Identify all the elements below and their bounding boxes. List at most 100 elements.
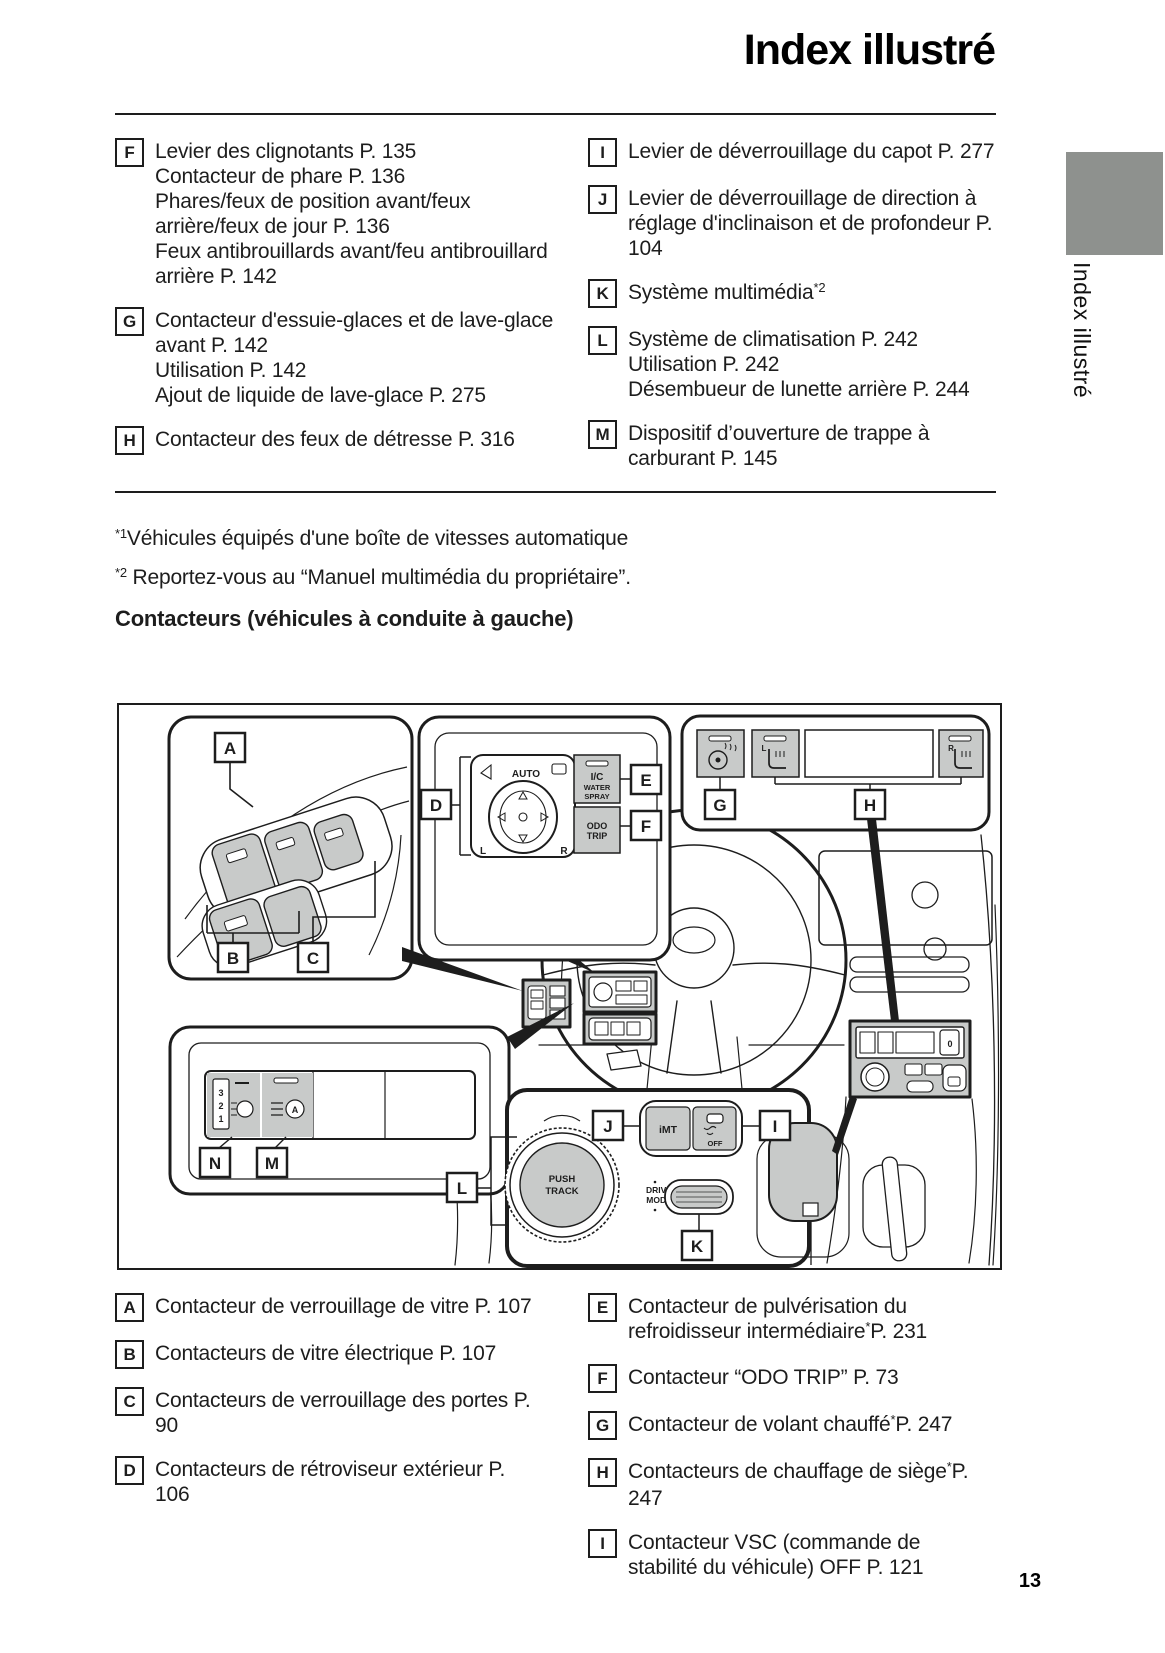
item-line: Contacteurs de rétroviseur extérieur P. … bbox=[155, 1458, 506, 1506]
page-title: Index illustré bbox=[743, 26, 996, 74]
inset-console-switches: iMT OFF PUSH TRACK DRIVE MODE bbox=[478, 1088, 811, 1268]
index-item-H: H Contacteur des feux de détresse P. 316 bbox=[115, 425, 580, 455]
index-item-A: A Contacteur de verrouillage de vitre P.… bbox=[115, 1292, 577, 1322]
gh-leaders bbox=[719, 777, 962, 790]
svg-text:J: J bbox=[603, 1117, 612, 1136]
index-item-H2: H Contacteurs de chauffage de siège*P. 2… bbox=[588, 1457, 1013, 1511]
svg-text:E: E bbox=[640, 771, 651, 790]
nav-screen-outline bbox=[818, 850, 993, 946]
drive-mode-switch: DRIVE MODE bbox=[646, 1179, 734, 1215]
imt-vsc-switch-pill: iMT OFF bbox=[639, 1100, 743, 1157]
diagram-label-i: I bbox=[758, 1109, 792, 1142]
diagram-label-j: J bbox=[591, 1109, 625, 1142]
steering-heat-icon bbox=[708, 750, 728, 770]
superscript: * bbox=[865, 1319, 871, 1334]
svg-text:L: L bbox=[762, 744, 767, 753]
item-key-box: I bbox=[588, 138, 617, 167]
blank-switch-slot bbox=[804, 729, 934, 778]
item-line: Utilisation P. 142 bbox=[155, 359, 307, 382]
svg-text:DRIVE: DRIVE bbox=[646, 1185, 672, 1195]
imt-label: iMT bbox=[659, 1124, 678, 1136]
diagram-label-m: M bbox=[255, 1146, 289, 1179]
diagram-label-k: K bbox=[680, 1229, 714, 1262]
svg-text:TRACK: TRACK bbox=[545, 1186, 578, 1197]
svg-text:ODO: ODO bbox=[587, 821, 608, 831]
item-line: Phares/feux de position avant/feux arriè… bbox=[155, 190, 471, 238]
mirror-arrows-icon bbox=[496, 790, 550, 844]
item-key-box: I bbox=[588, 1529, 617, 1558]
item-key-box: G bbox=[588, 1411, 617, 1440]
inset-heater-switches: L R bbox=[680, 714, 991, 832]
lower-switch-panel bbox=[582, 1012, 658, 1046]
mirror-icon bbox=[551, 763, 567, 775]
item-line: Levier de déverrouillage de direction à … bbox=[628, 187, 993, 260]
item-key-box: M bbox=[588, 420, 617, 449]
index-item-E2: E Contacteur de pulvérisation du refroid… bbox=[588, 1292, 1013, 1346]
steering-heater-button bbox=[696, 729, 745, 778]
ignition-switch-panel bbox=[582, 970, 658, 1014]
index-item-F: F Levier des clignotants P. 135 Contacte… bbox=[115, 137, 580, 289]
diagram-label-b: B bbox=[216, 941, 250, 974]
svg-text:PUSH: PUSH bbox=[549, 1174, 576, 1185]
headlight-leveling-switch: 3 2 1 bbox=[207, 1073, 260, 1137]
gear-shifter bbox=[756, 1122, 850, 1265]
item-line: Contacteur des feux de détresse P. 316 bbox=[155, 428, 515, 451]
mirror-auto-label: AUTO bbox=[512, 769, 540, 780]
item-key-box: F bbox=[588, 1364, 617, 1393]
item-key-box: H bbox=[588, 1458, 617, 1487]
item-key-box: J bbox=[588, 185, 617, 214]
svg-text:D: D bbox=[430, 796, 442, 815]
air-vent bbox=[849, 976, 970, 993]
index-item-J: J Levier de déverrouillage de direction … bbox=[588, 184, 1000, 261]
item-line: Désembueur de lunette arrière P. 244 bbox=[628, 378, 970, 401]
superscript: * bbox=[890, 1412, 896, 1427]
odo-trip-button: ODO TRIP bbox=[573, 806, 621, 854]
chapter-tab-label: Index illustré bbox=[1069, 262, 1095, 399]
item-line: Ajout de liquide de lave-glace P. 275 bbox=[155, 384, 486, 407]
footnote-marker: *1 bbox=[115, 526, 127, 541]
superscript: * bbox=[946, 1459, 952, 1474]
nm-leaders bbox=[218, 1136, 287, 1149]
index-item-I2: I Contacteur VSC (commande de stabilité … bbox=[588, 1528, 1013, 1580]
chapter-tab bbox=[1066, 152, 1163, 255]
diagram-letter-labels: A B C D E F G H N M J I L K bbox=[198, 731, 887, 1262]
vsc-car-icon bbox=[706, 1113, 724, 1124]
dashboard-illustration: 0 bbox=[167, 714, 1000, 1268]
index-item-K: K Système multimédia*2 bbox=[588, 278, 1000, 308]
top-list-right: I Levier de déverrouillage du capot P. 2… bbox=[588, 137, 1000, 488]
item-key-box: E bbox=[588, 1293, 617, 1322]
item-line: Système de climatisation P. 242 bbox=[628, 328, 918, 351]
item-line: Contacteurs de vitre électrique P. 107 bbox=[155, 1342, 497, 1365]
item-line: Contacteur d'essuie-glaces et de lave-gl… bbox=[155, 309, 554, 357]
item-line: Dispositif d’ouverture de trappe à carbu… bbox=[628, 422, 930, 470]
d-bracket bbox=[451, 756, 471, 856]
bottom-list-right: E Contacteur de pulvérisation du refroid… bbox=[588, 1292, 1013, 1597]
ef-leaders bbox=[620, 778, 631, 827]
console-zero-label: 0 bbox=[947, 1039, 952, 1049]
svg-text:TRIP: TRIP bbox=[587, 831, 608, 841]
diagram-label-c: C bbox=[296, 941, 330, 974]
index-item-B: B Contacteurs de vitre électrique P. 107 bbox=[115, 1339, 577, 1369]
svg-text:B: B bbox=[227, 949, 239, 968]
svg-text:H: H bbox=[864, 796, 876, 815]
diagram-label-f: F bbox=[629, 809, 663, 842]
intercooler-spray-button: I/C WATER SPRAY bbox=[573, 754, 621, 804]
index-item-M: M Dispositif d’ouverture de trappe à car… bbox=[588, 419, 1000, 471]
svg-text:A: A bbox=[224, 739, 236, 758]
seat-icon bbox=[768, 749, 786, 769]
mirror-right-label: R bbox=[560, 846, 568, 857]
center-console-panel: 0 bbox=[848, 1019, 972, 1099]
index-item-G2: G Contacteur de volant chauffé*P. 247 bbox=[588, 1410, 1013, 1440]
item-line: Contacteur VSC (commande de stabilité du… bbox=[628, 1531, 924, 1579]
door-inset-leaders bbox=[206, 762, 376, 943]
diagram-label-g: G bbox=[703, 788, 737, 821]
item-key-box: A bbox=[115, 1293, 144, 1322]
item-key-box: B bbox=[115, 1340, 144, 1369]
imt-button bbox=[645, 1106, 691, 1151]
item-key-box: D bbox=[115, 1456, 144, 1485]
item-line: Utilisation P. 242 bbox=[628, 353, 780, 376]
mirror-left-label: L bbox=[480, 846, 486, 857]
l-bracket bbox=[478, 1136, 517, 1226]
svg-text:K: K bbox=[691, 1237, 704, 1256]
item-line: Contacteur de verrouillage de vitre P. 1… bbox=[155, 1295, 532, 1318]
